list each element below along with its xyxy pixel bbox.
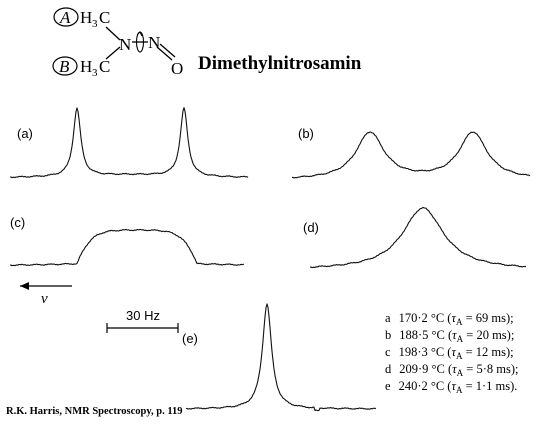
atom-label-b: B xyxy=(59,57,70,76)
panel-label-d: (d) xyxy=(303,220,319,235)
spectrum-trace-d xyxy=(309,206,527,269)
nitrogen-2: N xyxy=(148,33,160,52)
methyl-a-h: H xyxy=(80,8,92,27)
spectrum-trace-a xyxy=(10,107,249,179)
methyl-a-sub: 3 xyxy=(92,18,98,30)
arrow-left-icon xyxy=(20,282,29,290)
atom-label-a: A xyxy=(59,8,71,27)
bond-cb-n xyxy=(105,46,121,60)
circle-a-icon xyxy=(53,7,79,27)
panel-label-a: (a) xyxy=(17,126,33,141)
spectrum-trace-c xyxy=(9,228,245,267)
oxygen: O xyxy=(171,59,183,78)
spectrum-trace-e xyxy=(185,303,377,412)
methyl-b-c: C xyxy=(99,57,110,76)
bond-ca-n xyxy=(105,26,121,41)
scale-label: 30 Hz xyxy=(126,308,160,323)
frequency-arrow xyxy=(20,282,72,290)
nu-label: ν xyxy=(41,291,48,307)
panel-label-e: (e) xyxy=(182,331,198,346)
bond-n-o-2 xyxy=(159,43,176,58)
circle-b-icon xyxy=(52,56,78,76)
methyl-b-sub: 3 xyxy=(92,67,98,79)
bond-n-o-1 xyxy=(156,46,173,61)
methyl-a-c: C xyxy=(99,8,110,27)
panel-label-b: (b) xyxy=(298,126,314,141)
spectrum-trace-b xyxy=(291,131,531,179)
scale-bar xyxy=(106,323,179,333)
rotation-arrowhead-icon xyxy=(136,31,143,37)
nitrogen-1: N xyxy=(119,35,131,54)
methyl-b-h: H xyxy=(80,57,92,76)
compound-name: Dimethylnitrosamin xyxy=(198,53,362,74)
panel-label-c: (c) xyxy=(10,215,25,230)
molecule-structure: A H 3 C B H 3 C N N O xyxy=(52,7,183,79)
citation: R.K. Harris, NMR Spectroscopy, p. 119 xyxy=(6,406,183,417)
